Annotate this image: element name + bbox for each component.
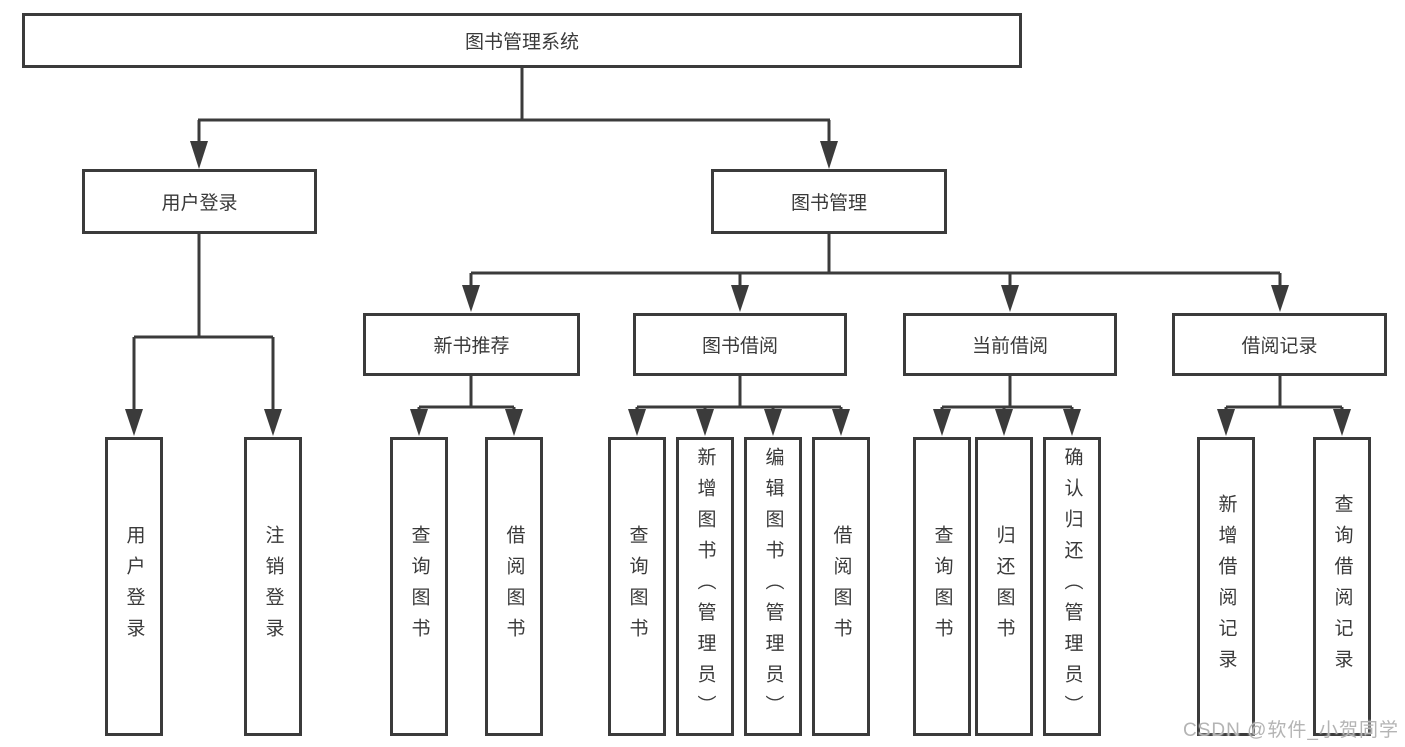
leaf-label: 注销登录	[262, 524, 284, 649]
arrowhead	[462, 285, 480, 312]
leaf-label: 确认归还（管理员）	[1061, 447, 1083, 726]
arrowhead	[1271, 285, 1289, 312]
leaf-label: 借阅图书	[503, 524, 525, 649]
arrowhead	[933, 409, 951, 436]
arrowhead	[696, 409, 714, 436]
leaf-edit-books-admin: 编辑图书（管理员）	[744, 437, 802, 736]
node-borrow-records: 借阅记录	[1172, 313, 1387, 376]
leaf-borrow-books: 借阅图书	[812, 437, 870, 736]
leaf-label: 归还图书	[993, 524, 1015, 649]
leaf-logout: 注销登录	[244, 437, 302, 736]
node-label: 当前借阅	[971, 336, 1048, 357]
leaf-user-login: 用户登录	[105, 437, 163, 736]
arrowhead	[995, 409, 1013, 436]
leaf-query-books-borrow: 查询图书	[608, 437, 666, 736]
leaf-query-borrow-record: 查询借阅记录	[1313, 437, 1371, 736]
arrowhead	[125, 409, 143, 436]
arrowhead	[1063, 409, 1081, 436]
leaf-add-books-admin: 新增图书（管理员）	[676, 437, 734, 736]
leaf-query-books-recommend: 查询图书	[390, 437, 448, 736]
node-current-borrow: 当前借阅	[903, 313, 1117, 376]
arrowhead	[832, 409, 850, 436]
leaf-label: 新增借阅记录	[1215, 493, 1237, 680]
leaf-label: 查询图书	[931, 524, 953, 649]
leaf-query-books-current: 查询图书	[913, 437, 971, 736]
node-label: 借阅记录	[1241, 336, 1318, 357]
arrowhead	[731, 285, 749, 312]
node-label: 图书管理系统	[464, 32, 579, 53]
leaf-borrow-books-recommend: 借阅图书	[485, 437, 543, 736]
leaf-label: 编辑图书（管理员）	[762, 447, 784, 726]
node-book-borrow: 图书借阅	[633, 313, 847, 376]
arrowhead	[1217, 409, 1235, 436]
arrowhead	[820, 141, 838, 169]
leaf-label: 查询借阅记录	[1331, 493, 1353, 680]
leaf-add-borrow-record: 新增借阅记录	[1197, 437, 1255, 736]
node-system-root: 图书管理系统	[22, 13, 1022, 68]
leaf-label: 查询图书	[626, 524, 648, 649]
leaf-label: 借阅图书	[830, 524, 852, 649]
leaf-label: 查询图书	[408, 524, 430, 649]
arrowhead	[505, 409, 523, 436]
node-label: 图书借阅	[701, 336, 778, 357]
arrowhead	[1333, 409, 1351, 436]
node-book-management: 图书管理	[711, 169, 947, 234]
arrowhead	[410, 409, 428, 436]
leaf-confirm-return-admin: 确认归还（管理员）	[1043, 437, 1101, 736]
arrowhead	[190, 141, 208, 169]
arrowhead	[264, 409, 282, 436]
node-user-login: 用户登录	[82, 169, 317, 234]
node-new-book-recommend: 新书推荐	[363, 313, 580, 376]
node-label: 用户登录	[161, 193, 238, 214]
arrowhead	[1001, 285, 1019, 312]
node-label: 图书管理	[790, 193, 867, 214]
leaf-label: 新增图书（管理员）	[694, 447, 716, 726]
arrowhead	[628, 409, 646, 436]
arrowhead	[764, 409, 782, 436]
leaf-label: 用户登录	[123, 524, 145, 649]
node-label: 新书推荐	[433, 336, 510, 357]
leaf-return-books: 归还图书	[975, 437, 1033, 736]
csdn-watermark: CSDN @软件_小贺同学	[1183, 720, 1399, 741]
